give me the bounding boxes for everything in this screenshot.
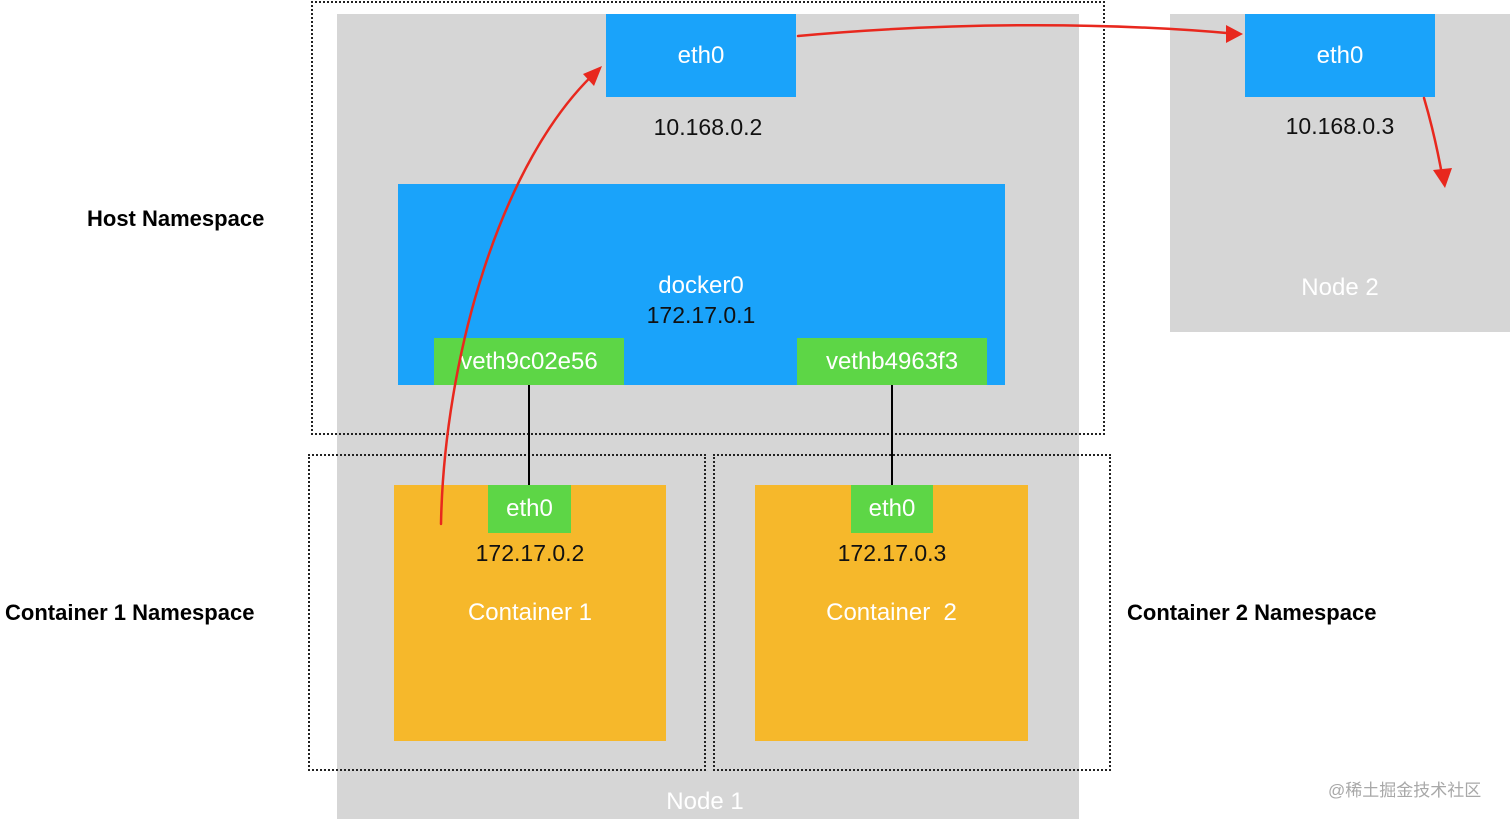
container1-name: Container 1 (467, 599, 593, 626)
container2-namespace-boundary (713, 454, 1111, 771)
host-namespace-label: Host Namespace (87, 206, 265, 231)
node1-eth0-ip: 10.168.0.2 (653, 113, 763, 140)
node2-eth0: eth0 (1245, 14, 1435, 97)
node2-label: Node 2 (1301, 274, 1379, 301)
container2-name: Container 2 (826, 599, 957, 626)
veth-container1: veth9c02e56 (434, 338, 624, 385)
container1-ip: 172.17.0.2 (475, 539, 585, 566)
docker0-name: docker0 (658, 272, 744, 299)
docker0-ip: 172.17.0.1 (646, 301, 756, 328)
host-namespace-boundary (311, 1, 1105, 435)
container1-eth0: eth0 (488, 485, 571, 533)
container2-namespace-label: Container 2 Namespace (1127, 600, 1377, 625)
veth-container2: vethb4963f3 (797, 338, 987, 385)
container2-ip: 172.17.0.3 (837, 539, 947, 566)
link-container1 (528, 385, 530, 485)
node1-eth0: eth0 (606, 14, 796, 97)
container2-eth0: eth0 (851, 485, 933, 533)
node1-label: Node 1 (666, 788, 744, 815)
link-container2 (891, 385, 893, 485)
node2-eth0-ip: 10.168.0.3 (1285, 112, 1395, 139)
watermark: @稀土掘金技术社区 (1328, 781, 1482, 800)
container1-namespace-label: Container 1 Namespace (5, 600, 255, 625)
